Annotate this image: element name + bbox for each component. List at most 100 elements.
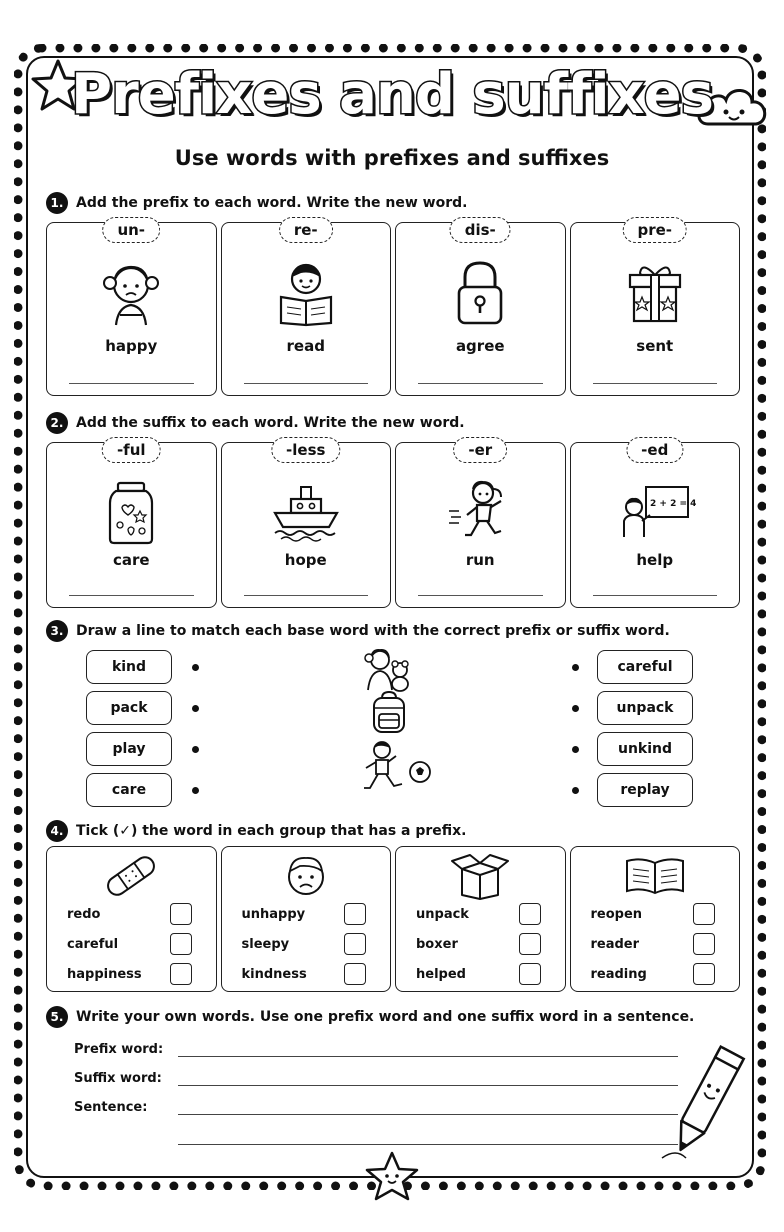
boy-reading-icon: [279, 263, 332, 327]
section-1-header: 1. Add the prefix to each word. Write th…: [46, 192, 467, 214]
tick-row: sleepy: [241, 933, 366, 955]
base-word-box[interactable]: kind: [86, 650, 172, 684]
tick-group: unpack boxer helped: [395, 846, 566, 992]
section-instruction: Draw a line to match each base word with…: [76, 623, 670, 639]
bottom-star-icon: [365, 1151, 419, 1201]
affix-word-box[interactable]: careful: [597, 650, 693, 684]
suffix-tag: -er: [453, 437, 508, 463]
match-dot[interactable]: [572, 787, 579, 794]
answer-line[interactable]: [69, 383, 194, 384]
answer-line[interactable]: [69, 595, 194, 596]
base-word: sent: [636, 337, 674, 355]
boat-icon: [272, 486, 339, 542]
section-number: 4.: [46, 820, 68, 842]
tick-word: careful: [67, 936, 119, 952]
tick-row: reader: [591, 933, 715, 955]
tick-checkbox[interactable]: [693, 933, 715, 955]
bandage-icon: [107, 856, 156, 896]
section-instruction: Write your own words. Use one prefix wor…: [76, 1009, 695, 1025]
jar-icon: [109, 481, 154, 545]
tick-checkbox[interactable]: [693, 963, 715, 985]
tick-row: boxer: [416, 933, 541, 955]
tick-row: unhappy: [242, 903, 366, 925]
suffix-word-label: Suffix word:: [74, 1071, 162, 1086]
girl-icon: [103, 265, 160, 326]
section-instruction: Tick (✓) the word in each group that has…: [76, 823, 467, 839]
tick-word: helped: [416, 966, 466, 982]
tick-checkbox[interactable]: [169, 963, 192, 985]
cloud-icon: [697, 89, 767, 126]
suffix-cards: -ful care -less hope -er: [46, 437, 740, 608]
box-icon: [451, 854, 510, 900]
tick-row: redo: [67, 903, 192, 925]
tick-groups: redo careful happiness unhappy sleepy ki…: [46, 846, 740, 992]
base-word-box[interactable]: care: [86, 773, 172, 807]
match-dot[interactable]: [192, 705, 199, 712]
prefix-word-label: Prefix word:: [74, 1042, 164, 1057]
section-instruction: Add the prefix to each word. Write the n…: [76, 195, 468, 211]
match-dot[interactable]: [192, 787, 199, 794]
match-dot[interactable]: [572, 705, 579, 712]
tick-checkbox[interactable]: [169, 933, 192, 955]
prefix-card: dis- agree: [395, 217, 566, 396]
match-dot[interactable]: [192, 746, 199, 753]
sentence-line[interactable]: [178, 1114, 678, 1115]
base-word-box[interactable]: play: [86, 732, 172, 766]
page-title: Prefixes and suffixes: [70, 61, 716, 129]
base-word: care: [112, 551, 150, 569]
tick-row: careful: [67, 933, 192, 955]
affix-word-box[interactable]: replay: [597, 773, 693, 807]
base-word-box[interactable]: pack: [86, 691, 172, 725]
tick-checkbox[interactable]: [518, 933, 541, 955]
suffix-card: -ful care: [46, 437, 217, 608]
tick-checkbox[interactable]: [169, 903, 192, 925]
suffix-word-line[interactable]: [178, 1085, 678, 1086]
prefix-tag: dis-: [449, 217, 511, 243]
answer-line[interactable]: [592, 595, 717, 596]
tick-word: happiness: [67, 966, 142, 982]
match-dot[interactable]: [572, 664, 579, 671]
prefix-tag: un-: [102, 217, 161, 243]
section-2-header: 2. Add the suffix to each word. Write th…: [46, 412, 465, 434]
tick-checkbox[interactable]: [344, 963, 366, 985]
base-word: agree: [455, 337, 505, 355]
answer-line[interactable]: [243, 595, 368, 596]
boy-at-board-icon: 2 + 2 = 4: [622, 486, 696, 537]
prefix-card: pre- sent: [569, 217, 740, 396]
sad-face-icon: [287, 857, 324, 895]
tick-group: unhappy sleepy kindness: [220, 846, 391, 992]
section-number: 1.: [46, 192, 68, 214]
affix-word-box[interactable]: unpack: [597, 691, 693, 725]
answer-line[interactable]: [592, 383, 717, 384]
tick-checkbox[interactable]: [344, 903, 366, 925]
tick-checkbox[interactable]: [518, 903, 541, 925]
suffix-tag: -ed: [626, 437, 684, 463]
match-dot[interactable]: [192, 664, 199, 671]
answer-line[interactable]: [418, 383, 543, 384]
suffix-card: -er run: [395, 437, 566, 608]
tick-checkbox[interactable]: [344, 933, 366, 955]
match-dot[interactable]: [572, 746, 579, 753]
tick-checkbox[interactable]: [693, 903, 715, 925]
suffix-card: -ed 2 + 2 = 4 help: [569, 437, 740, 608]
tick-checkbox[interactable]: [518, 963, 541, 985]
affix-word-box[interactable]: unkind: [597, 732, 693, 766]
answer-line[interactable]: [243, 383, 368, 384]
tick-row: reading: [590, 963, 715, 985]
prefix-word-line[interactable]: [178, 1056, 678, 1057]
prefix-card: un- happy: [46, 217, 217, 396]
base-word: help: [636, 551, 674, 569]
suffix-card: -less hope: [220, 437, 391, 608]
tick-word: sleepy: [241, 936, 290, 952]
base-word: happy: [105, 337, 158, 355]
prefix-tag: re-: [278, 217, 333, 243]
tick-word: unpack: [416, 906, 469, 922]
tick-word: reading: [590, 966, 647, 982]
tick-row: happiness: [67, 963, 192, 985]
tick-word: reopen: [590, 906, 643, 922]
sentence-line[interactable]: [178, 1144, 678, 1145]
tick-row: kindness: [242, 963, 366, 985]
section-5-header: 5. Write your own words. Use one prefix …: [46, 1006, 694, 1028]
section-4-header: 4. Tick (✓) the word in each group that …: [46, 820, 467, 842]
answer-line[interactable]: [418, 595, 543, 596]
